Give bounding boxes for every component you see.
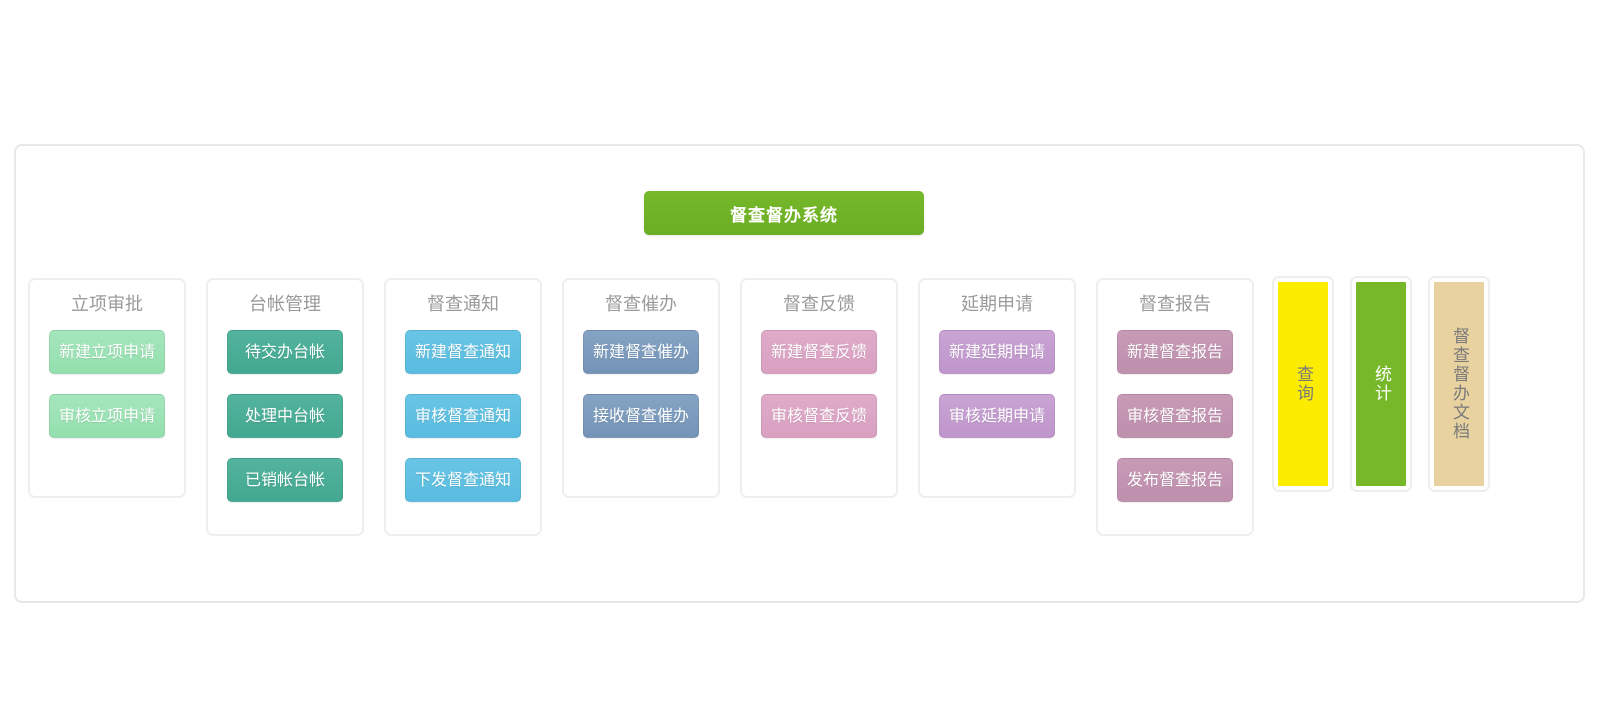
module-action-button[interactable]: 新建督查报告 [1117, 330, 1233, 374]
module-action-button[interactable]: 已销帐台帐 [227, 458, 343, 502]
module-action-button[interactable]: 下发督查通知 [405, 458, 521, 502]
module-action-button[interactable]: 审核督查通知 [405, 394, 521, 438]
module-card-title: 督查报告 [1139, 294, 1211, 315]
module-action-button[interactable]: 新建督查催办 [583, 330, 699, 374]
module-card-title: 延期申请 [961, 294, 1033, 315]
module-card: 督查催办新建督查催办接收督查催办 [562, 278, 720, 498]
module-action-button[interactable]: 待交办台帐 [227, 330, 343, 374]
vertical-tab[interactable]: 统计 [1352, 278, 1410, 490]
module-action-button[interactable]: 审核延期申请 [939, 394, 1055, 438]
module-action-button[interactable]: 处理中台帐 [227, 394, 343, 438]
module-card-title: 督查通知 [427, 294, 499, 315]
module-action-button[interactable]: 发布督查报告 [1117, 458, 1233, 502]
module-card-title: 督查催办 [605, 294, 677, 315]
module-card: 督查报告新建督查报告审核督查报告发布督查报告 [1096, 278, 1254, 536]
module-card: 立项审批新建立项申请审核立项申请 [28, 278, 186, 498]
module-action-button[interactable]: 新建立项申请 [49, 330, 165, 374]
module-card-title: 台帐管理 [249, 294, 321, 315]
module-action-button[interactable]: 接收督查催办 [583, 394, 699, 438]
vertical-tab[interactable]: 查询 [1274, 278, 1332, 490]
module-card-title: 立项审批 [71, 294, 143, 315]
module-action-button[interactable]: 新建延期申请 [939, 330, 1055, 374]
module-card-title: 督查反馈 [783, 294, 855, 315]
vertical-tab[interactable]: 督查督办文档 [1430, 278, 1488, 490]
system-title-banner: 督查督办系统 [644, 191, 924, 235]
system-panel: 督查督办系统 立项审批新建立项申请审核立项申请台帐管理待交办台帐处理中台帐已销帐… [14, 144, 1585, 603]
module-action-button[interactable]: 新建督查通知 [405, 330, 521, 374]
module-action-button[interactable]: 审核立项申请 [49, 394, 165, 438]
module-card: 延期申请新建延期申请审核延期申请 [918, 278, 1076, 498]
module-card: 督查反馈新建督查反馈审核督查反馈 [740, 278, 898, 498]
module-card: 督查通知新建督查通知审核督查通知下发督查通知 [384, 278, 542, 536]
module-card-row: 立项审批新建立项申请审核立项申请台帐管理待交办台帐处理中台帐已销帐台帐督查通知新… [28, 278, 1508, 536]
module-action-button[interactable]: 新建督查反馈 [761, 330, 877, 374]
module-action-button[interactable]: 审核督查反馈 [761, 394, 877, 438]
module-action-button[interactable]: 审核督查报告 [1117, 394, 1233, 438]
module-card: 台帐管理待交办台帐处理中台帐已销帐台帐 [206, 278, 364, 536]
